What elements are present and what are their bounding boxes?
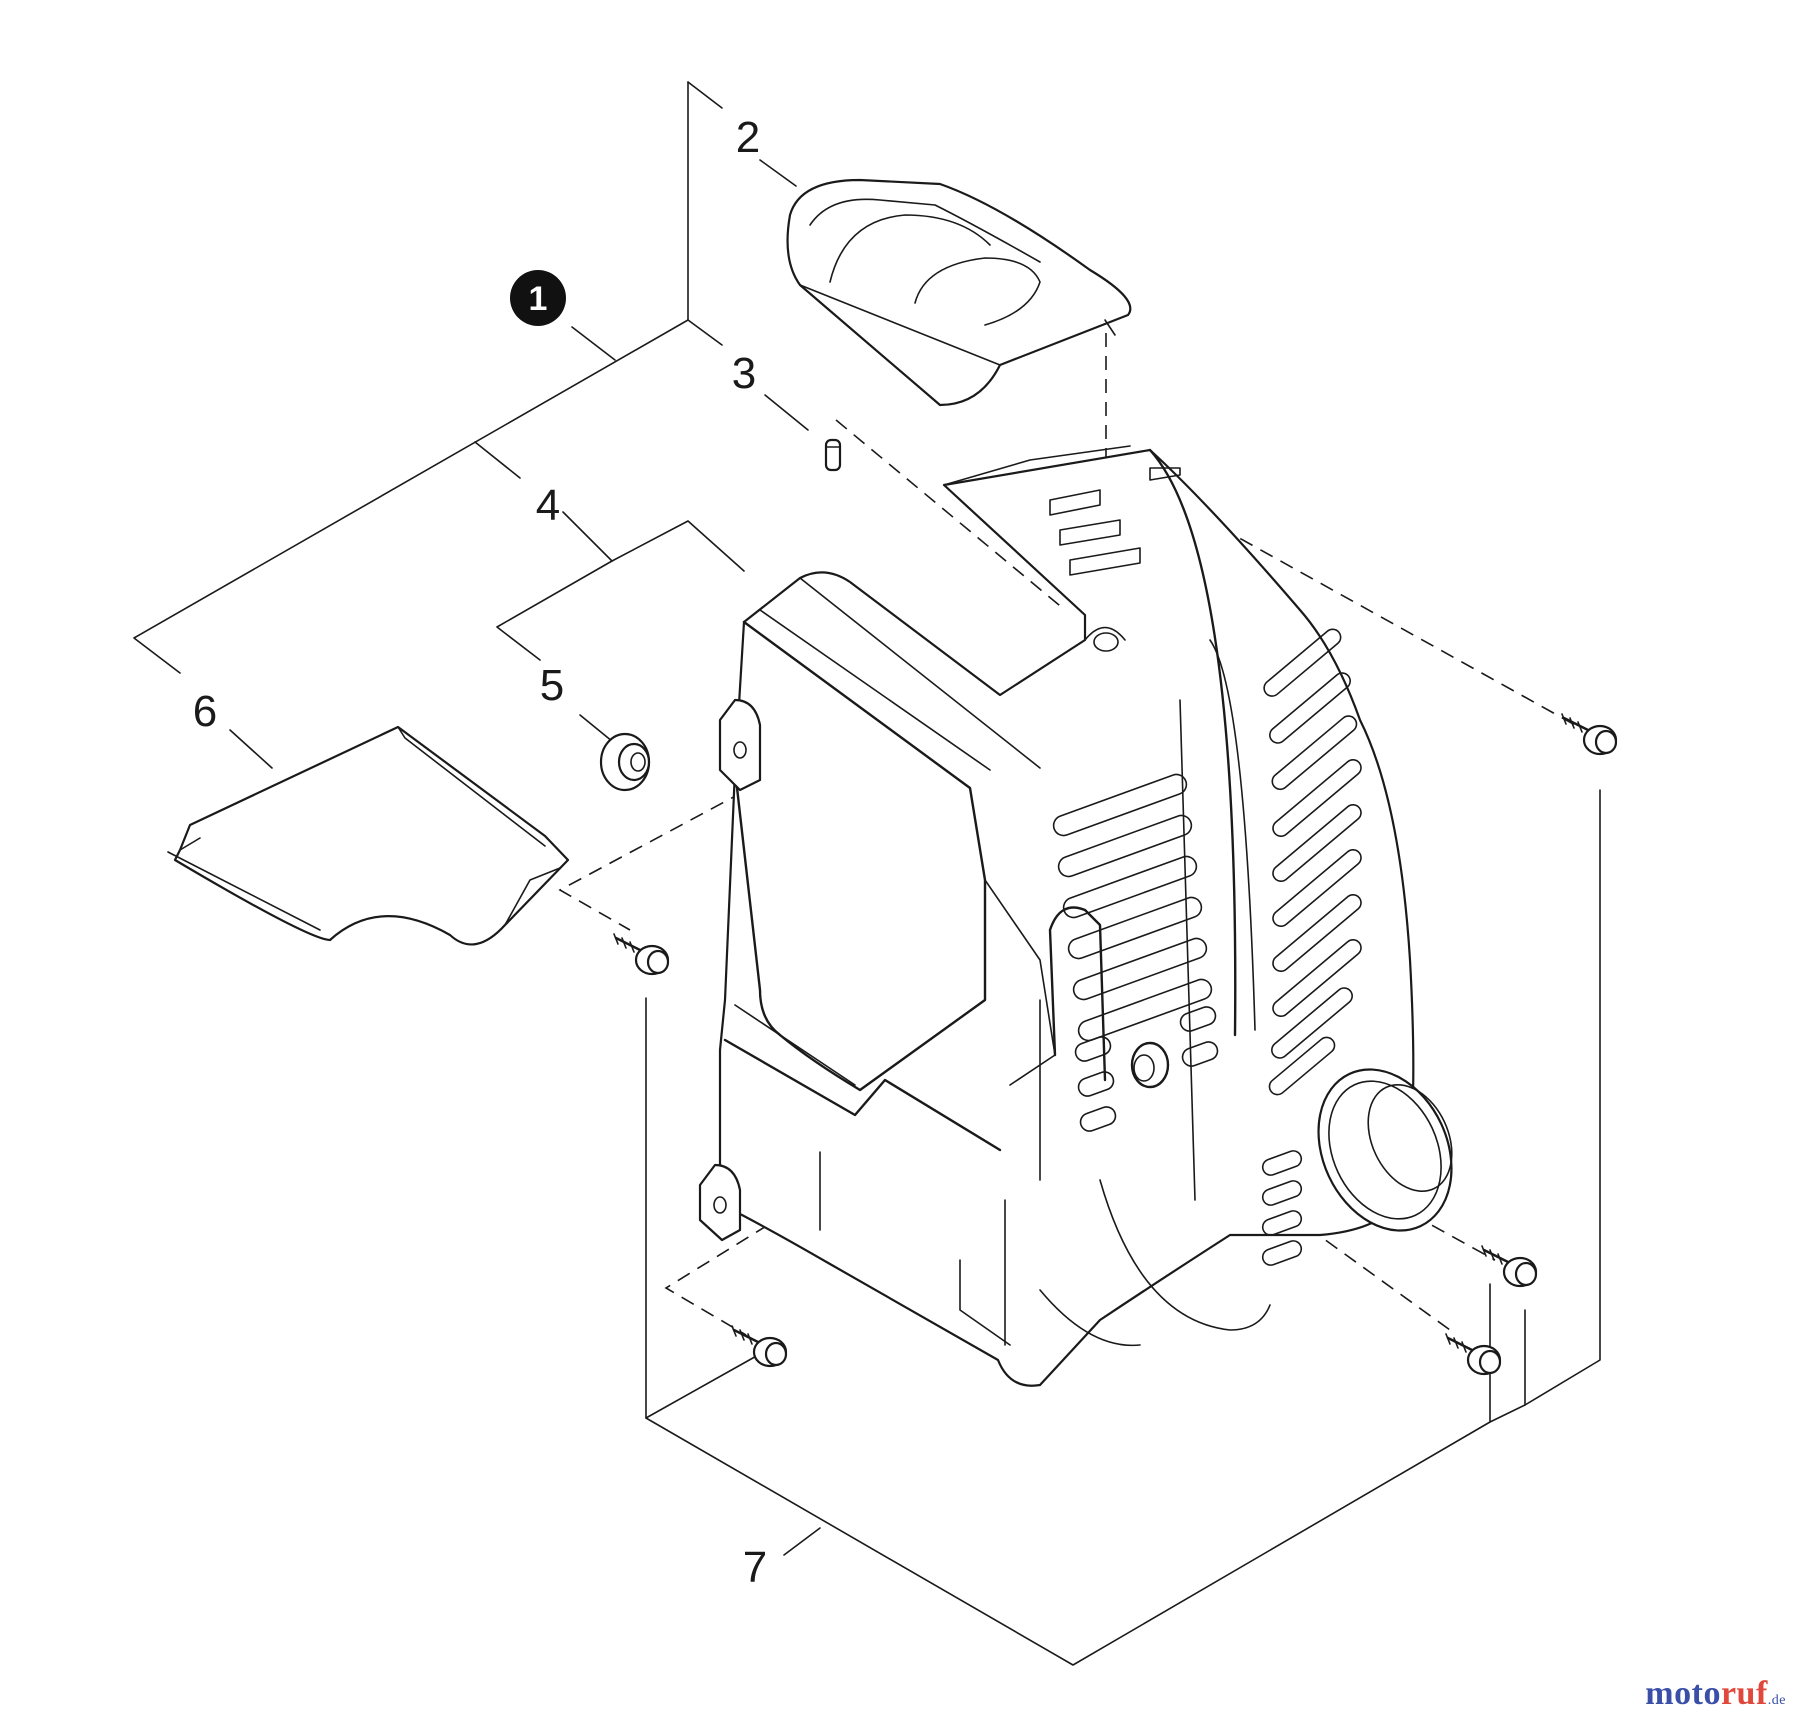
- watermark-logo: motoruf.de: [1645, 1675, 1786, 1713]
- callout-7: 7: [743, 1543, 767, 1592]
- callout-2: 2: [736, 113, 760, 162]
- callout-3: 3: [732, 349, 756, 398]
- callout-5: 5: [540, 661, 564, 710]
- callout-6: 6: [193, 687, 217, 736]
- engine-cover-shroud: [698, 445, 1453, 1387]
- callout-4: 4: [536, 481, 560, 530]
- heat-shield-plate: [167, 725, 570, 946]
- watermark-part-b: ruf: [1720, 1675, 1768, 1712]
- callout-1: 1: [529, 280, 548, 318]
- grommet-part-5: [599, 732, 651, 792]
- callout-1-badge: 1: [510, 270, 566, 326]
- screw: [731, 1325, 788, 1368]
- screw: [1445, 1333, 1502, 1376]
- bracket-lines: [133, 81, 1601, 1666]
- assembly-dashed-lines: [558, 333, 1576, 1336]
- screw: [613, 933, 670, 976]
- air-filter-cover: [786, 178, 1132, 407]
- watermark-part-c: .de: [1767, 1693, 1786, 1708]
- screw: [1481, 1245, 1538, 1288]
- watermark-part-a: moto: [1645, 1675, 1721, 1712]
- screw: [1561, 713, 1618, 756]
- pin-part-3: [824, 438, 842, 472]
